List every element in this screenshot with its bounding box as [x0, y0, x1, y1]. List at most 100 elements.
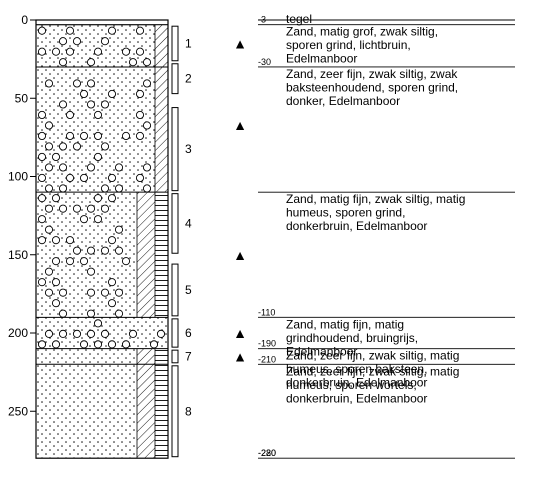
- depth-tick-label: 200: [8, 326, 28, 340]
- description-line: baksteenhoudend, sporen grind,: [286, 80, 458, 94]
- gravel-mark: [143, 164, 150, 171]
- gravel-mark: [38, 341, 45, 348]
- gravel-mark: [45, 80, 52, 87]
- gravel-mark: [80, 216, 87, 223]
- gravel-mark: [80, 132, 87, 139]
- sample-bracket: [172, 26, 178, 61]
- depth-tick-label: 250: [8, 404, 28, 418]
- sample-bracket: [172, 350, 178, 363]
- gravel-mark: [101, 330, 108, 337]
- gravel-mark: [59, 59, 66, 66]
- gravel-mark: [45, 122, 52, 129]
- lithology-layer-zand-wortels: [36, 364, 168, 458]
- gravel-mark: [143, 80, 150, 87]
- gravel-mark: [45, 268, 52, 275]
- gravel-mark: [66, 132, 73, 139]
- gravel-mark: [94, 111, 101, 118]
- gravel-mark: [136, 132, 143, 139]
- gravel-mark: [101, 101, 108, 108]
- gravel-mark: [45, 164, 52, 171]
- description-line: Zand, matig fijn, zwak siltig, matig: [286, 192, 465, 206]
- gravel-mark: [94, 341, 101, 348]
- gravel-mark: [94, 216, 101, 223]
- description-line: Zand, matig grof, zwak siltig,: [286, 25, 438, 39]
- humus-fill: [137, 364, 155, 458]
- gravel-mark: [59, 164, 66, 171]
- gravel-mark: [94, 48, 101, 55]
- sample-label: 5: [185, 283, 192, 297]
- gravel-mark: [101, 247, 108, 254]
- gravel-mark: [59, 38, 66, 45]
- sample-marker-icon: ▲: [233, 348, 247, 364]
- sample-label: 2: [185, 72, 192, 86]
- gravel-mark: [87, 101, 94, 108]
- gravel-mark: [38, 174, 45, 181]
- gravel-mark: [38, 195, 45, 202]
- gravel-mark: [52, 153, 59, 160]
- sample-label: 6: [185, 326, 192, 340]
- gravel-mark: [87, 247, 94, 254]
- gravel-mark: [108, 300, 115, 307]
- gravel-mark: [66, 237, 73, 244]
- final-depth-label: -280: [258, 448, 276, 458]
- gravel-mark: [45, 226, 52, 233]
- description-line: humeus, sporen grind,: [286, 206, 405, 220]
- gravel-mark: [108, 90, 115, 97]
- lithology-column: [36, 20, 168, 458]
- silt-fill: [155, 67, 168, 192]
- sample-marker-icon: ▲: [233, 35, 247, 51]
- gravel-mark: [45, 205, 52, 212]
- gravel-mark: [108, 174, 115, 181]
- gravel-mark: [52, 279, 59, 286]
- gravel-mark: [73, 143, 80, 150]
- description-line: Zand, zeer fijn, zwak siltig, zwak: [286, 67, 458, 81]
- gravel-mark: [73, 38, 80, 45]
- gravel-mark: [87, 268, 94, 275]
- gravel-mark: [87, 289, 94, 296]
- layer-descriptions: tegel-3Zand, matig grof, zwak siltig,spo…: [258, 12, 515, 458]
- gravel-mark: [115, 226, 122, 233]
- gravel-mark: [52, 341, 59, 348]
- description-line: Zand, zeer fijn, zwak siltig, matig: [286, 349, 459, 363]
- gravel-mark: [115, 164, 122, 171]
- description-zand-fijn-humeus: Zand, matig fijn, zwak siltig, matighume…: [258, 192, 515, 317]
- humus-fill: [137, 192, 155, 317]
- gravel-mark: [52, 195, 59, 202]
- gravel-mark: [73, 247, 80, 254]
- depth-label: -3: [258, 15, 266, 25]
- lithology-layer-zand-grindhoudend: [36, 317, 168, 348]
- gravel-mark: [45, 289, 52, 296]
- sample-bracket: [172, 108, 178, 191]
- description-line: donkerbruin, Edelmanboor: [286, 219, 427, 233]
- sample-3: 3: [172, 108, 192, 191]
- gravel-mark: [122, 48, 129, 55]
- gravel-mark: [136, 111, 143, 118]
- gravel-mark: [52, 48, 59, 55]
- gravel-mark: [101, 185, 108, 192]
- depth-tick-label: 50: [15, 91, 29, 105]
- sample-markers: ▲▲▲▲▲: [233, 35, 247, 364]
- gravel-mark: [66, 111, 73, 118]
- sand-fill: [36, 349, 137, 365]
- sand-fill: [36, 364, 137, 458]
- sample-brackets: 12345678: [172, 26, 192, 457]
- gravel-mark: [122, 258, 129, 265]
- sample-marker-icon: ▲: [233, 325, 247, 341]
- sample-8: 8: [172, 366, 192, 457]
- gravel-mark: [115, 310, 122, 317]
- humus-fill: [137, 349, 155, 365]
- gravel-mark: [136, 174, 143, 181]
- gravel-mark: [115, 247, 122, 254]
- gravel-mark: [38, 237, 45, 244]
- sample-marker-icon: ▲: [233, 247, 247, 263]
- lithology-layer-zand-zeerfijn-1: [36, 67, 168, 192]
- gravel-mark: [157, 330, 164, 337]
- gravel-mark: [45, 330, 52, 337]
- description-zand-grof: Zand, matig grof, zwak siltig,sporen gri…: [258, 25, 515, 67]
- description-line: donker, Edelmanboor: [286, 94, 400, 108]
- gravel-mark: [38, 153, 45, 160]
- gravel-mark: [59, 310, 66, 317]
- gravel-mark: [38, 132, 45, 139]
- gravel-mark: [59, 205, 66, 212]
- sample-label: 4: [185, 216, 192, 230]
